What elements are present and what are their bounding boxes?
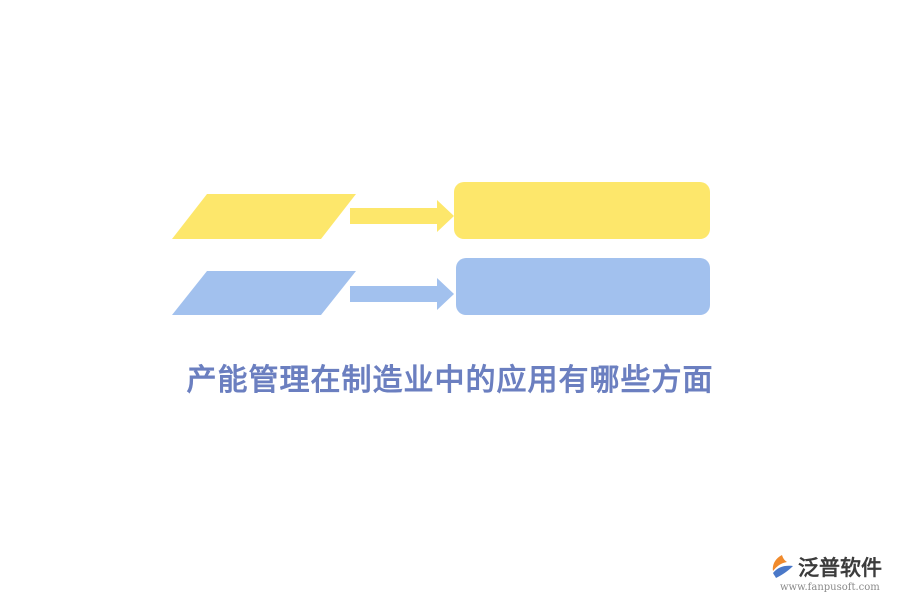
parallelogram-yellow [172,194,356,239]
fanpu-logo-icon [772,555,793,578]
brand-logo: 泛普软件 www.fanpusoft.com [768,552,898,598]
box-blue [456,258,710,315]
box-yellow [454,182,710,239]
parallelogram-blue [172,271,356,315]
arrow-blue [350,278,454,310]
logo-url: www.fanpusoft.com [780,582,880,593]
arrow-yellow [350,200,454,232]
logo-name: 泛普软件 [798,556,882,580]
page-title: 产能管理在制造业中的应用有哪些方面 [186,363,714,398]
